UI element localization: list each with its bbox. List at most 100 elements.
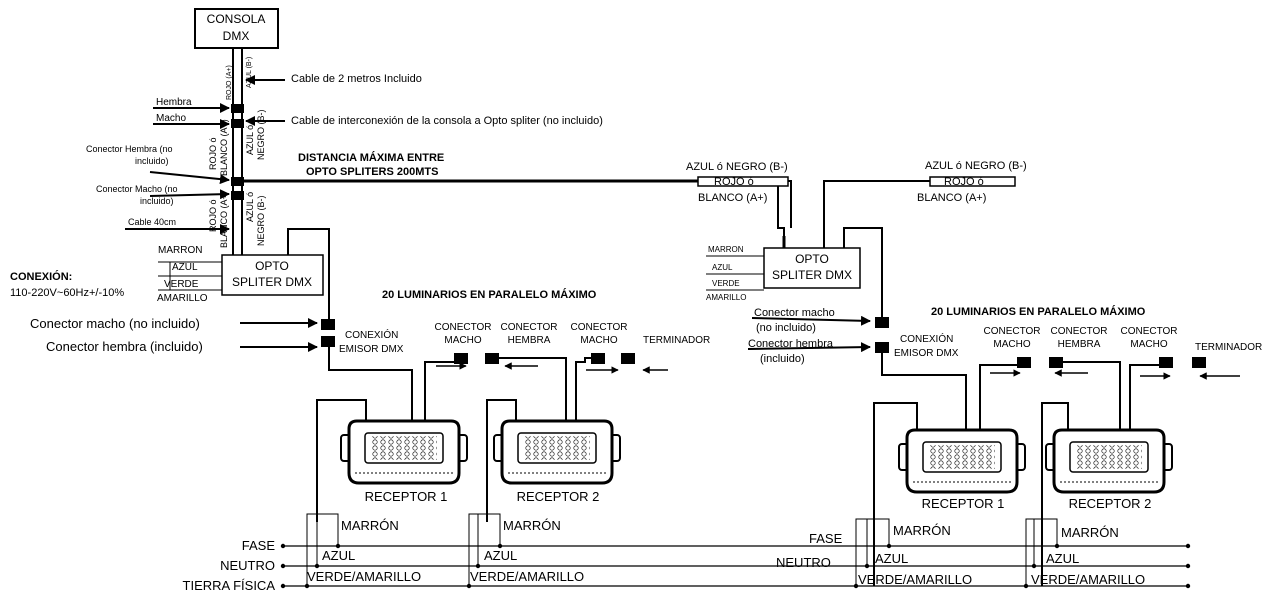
vertical-cable-labels: ROJO (A+) AZUL (B-) ROJO ó BLANCO (A+) A… — [208, 57, 266, 248]
left-splitter-label-2: SPLITER DMX — [232, 275, 312, 289]
fase-label-left: FASE — [242, 538, 276, 553]
trunk-rojo-o: ROJO ó — [714, 176, 754, 188]
conector-hembra-label-2: incluido) — [135, 156, 169, 166]
macho-label: Macho — [156, 113, 186, 124]
left-luminarios: 20 LUMINARIOS EN PARALELO MÁXIMO — [382, 288, 597, 301]
right-section-labels: Conector macho (no incluido) Conector he… — [748, 305, 1146, 365]
left-opto-splitter: OPTO SPLITER DMX — [221, 254, 324, 296]
l-conector-1: CONECTOR — [434, 322, 491, 333]
dmx-console: CONSOLA DMX — [194, 8, 279, 49]
distancia-label-1: DISTANCIA MÁXIMA ENTRE — [298, 151, 444, 164]
left-wire-amarillo: AMARILLO — [157, 293, 208, 304]
right-conector-macho-1: Conector macho — [754, 307, 835, 319]
right-blanco: BLANCO (A+) — [917, 192, 986, 204]
right-connector-labels: CONECTOR MACHO CONECTOR HEMBRA CONECTOR … — [983, 326, 1262, 353]
right-splitter-label-1: OPTO — [795, 252, 829, 266]
left-conexion-1: CONEXIÓN — [345, 328, 398, 341]
right-conector-hembra-2: (incluido) — [760, 353, 805, 365]
left-text-labels: Hembra Macho Conector Hembra (no incluid… — [10, 73, 603, 299]
r-conector-3: CONECTOR — [1120, 326, 1177, 337]
left-connector-arrows — [240, 318, 318, 352]
right-wire-color-labels: MARRON AZUL VERDE AMARILLO — [706, 245, 746, 302]
right-wire-verde: VERDE — [712, 279, 740, 288]
r-conector-1: CONECTOR — [983, 326, 1040, 337]
l1-marron: MARRÓN — [341, 518, 399, 533]
l2-marron: MARRÓN — [503, 518, 561, 533]
l-macho-3: MACHO — [580, 335, 617, 346]
left-receptor-1-fixture — [339, 419, 469, 485]
left-splitter-power-wires — [158, 261, 222, 291]
right-fixture-dmx — [873, 357, 1206, 586]
left-wire-verde: VERDE — [164, 279, 199, 290]
console-label-2: DMX — [223, 29, 250, 43]
right-receptor-2-label: RECEPTOR 2 — [1069, 496, 1152, 511]
distancia-label-2: OPTO SPLITERS 200MTS — [306, 166, 438, 178]
label-azul-o-1: AZUL ó — [245, 125, 255, 155]
left-wire-color-labels: MARRON AZUL VERDE AMARILLO — [157, 245, 208, 304]
label-negro-2: NEGRO (B-) — [256, 195, 266, 246]
cable-interconexion-label: Cable de interconexión de la consola a O… — [291, 115, 603, 127]
label-rojo-o-1: ROJO ó — [208, 137, 218, 170]
l2-azul: AZUL — [484, 548, 517, 563]
left-connector-labels: CONECTOR MACHO CONECTOR HEMBRA CONECTOR … — [434, 322, 710, 346]
label-azul-b: AZUL (B-) — [246, 57, 253, 88]
neutro-label-left: NEUTRO — [220, 558, 275, 573]
trunk-cable — [242, 176, 792, 248]
left-receptor-2-label: RECEPTOR 2 — [517, 489, 600, 504]
conector-macho-label-2: incluido) — [140, 196, 174, 206]
conexion-value: 110-220V~60Hz+/-10% — [10, 287, 124, 299]
l-terminador: TERMINADOR — [643, 335, 710, 346]
label-azul-o-2: AZUL ó — [245, 192, 255, 222]
right-splitter-label-2: SPLITER DMX — [772, 268, 852, 282]
right-receptor-2-fixture — [1044, 428, 1174, 494]
label-rojo-o-2: ROJO ó — [208, 199, 218, 232]
power-bus — [283, 545, 1188, 587]
right-receptor-1-label: RECEPTOR 1 — [922, 496, 1005, 511]
l-macho-1: MACHO — [444, 335, 481, 346]
right-luminarios: 20 LUMINARIOS EN PARALELO MÁXIMO — [931, 305, 1146, 318]
left-pointer-arrows — [125, 75, 285, 234]
right-input-labels: AZUL ó NEGRO (B-) ROJO ó BLANCO (A+) — [917, 160, 1027, 204]
l-hembra-2: HEMBRA — [508, 335, 551, 346]
label-blanco-1: BLANCO (A+) — [219, 119, 229, 176]
right-splitter-power-wires — [706, 255, 764, 291]
power-bus-dots — [280, 543, 1191, 589]
label-blanco-2: BLANCO (A+ — [219, 194, 229, 248]
l2-verde-amarillo: VERDE/AMARILLO — [470, 569, 584, 584]
l-conector-2: CONECTOR — [500, 322, 557, 333]
label-rojo-a: ROJO (A+) — [226, 65, 233, 100]
right-conexion-1: CONEXIÓN — [900, 332, 953, 345]
left-receptor-1-label: RECEPTOR 1 — [365, 489, 448, 504]
r1-azul: AZUL — [875, 551, 908, 566]
left-fixture-arrows — [436, 362, 668, 374]
left-connectors — [231, 104, 244, 200]
right-input-cable — [823, 176, 1016, 248]
left-conector-macho: Conector macho (no incluido) — [30, 316, 200, 331]
r-macho-1: MACHO — [993, 339, 1030, 350]
right-rojo-o: ROJO ó — [944, 176, 984, 188]
tierra-label-left: TIERRA FÍSICA — [183, 578, 276, 591]
right-connector-arrows — [747, 315, 871, 353]
r1-verde-amarillo: VERDE/AMARILLO — [858, 572, 972, 587]
l1-verde-amarillo: VERDE/AMARILLO — [307, 569, 421, 584]
right-splitter-output — [843, 227, 967, 430]
console-cable — [232, 48, 243, 255]
r-terminador: TERMINADOR — [1195, 342, 1262, 353]
right-wire-amarillo: AMARILLO — [706, 293, 746, 302]
trunk-azul-negro: AZUL ó NEGRO (B-) — [686, 161, 788, 173]
label-negro-1: NEGRO (B-) — [256, 109, 266, 160]
r-macho-3: MACHO — [1130, 339, 1167, 350]
left-section-labels: Conector macho (no incluido) Conector he… — [30, 288, 597, 355]
right-wire-marron: MARRON — [708, 245, 744, 254]
left-fixture-dmx — [316, 353, 635, 522]
power-labels: MARRÓN AZUL VERDE/AMARILLO MARRÓN AZUL V… — [183, 518, 1146, 591]
right-conector-macho-2: (no incluido) — [756, 322, 816, 334]
l1-azul: AZUL — [322, 548, 355, 563]
conexion-title: CONEXIÓN: — [10, 270, 72, 283]
trunk-blanco: BLANCO (A+) — [698, 192, 767, 204]
cable-2m-label: Cable de 2 metros Incluido — [291, 73, 422, 85]
left-conector-hembra: Conector hembra (incluido) — [46, 339, 203, 354]
fase-label-mid: FASE — [809, 531, 843, 546]
